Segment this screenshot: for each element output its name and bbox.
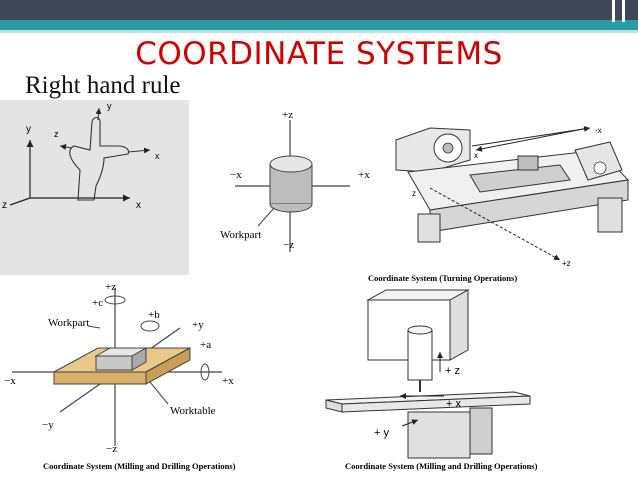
mill-minus-x: −x (4, 375, 16, 387)
hand-finger-x-label: x (155, 151, 160, 161)
hand-axis-z-line (9, 197, 31, 206)
slide-title: COORDINATE SYSTEMS (135, 36, 503, 72)
mill-minus-y: −y (42, 419, 54, 431)
rotation-b-icon (140, 320, 160, 332)
header-bar-teal (0, 20, 638, 30)
mill-caption: Coordinate System (Milling and Drilling … (43, 461, 236, 471)
rotation-c-icon (104, 295, 126, 305)
mill-workpart-label: Workpart (48, 317, 89, 329)
cyl-workpart-label: Workpart (220, 229, 261, 241)
hand-diagram: y z x y z x (2, 101, 160, 211)
header-mark-left (612, 0, 615, 22)
hand-panel-background (0, 100, 189, 275)
lathe-z-bottom: +z (562, 259, 571, 268)
cylinder-diagram: +z −z −x +x Workpart (220, 109, 370, 252)
hand-axis-y-label: y (26, 124, 31, 135)
machine-plus-x: + x (446, 398, 461, 410)
mill-plus-y: +y (192, 319, 204, 331)
hand-finger-y-label: y (107, 101, 112, 111)
lathe-z-left: z (412, 189, 416, 198)
header-bar-dark (0, 0, 638, 20)
mill-minus-z: −z (106, 443, 117, 455)
cyl-minus-z: −z (283, 239, 294, 251)
milling-diagram: +z +c +b +y +a −x +x −y −z Workpart Work… (4, 281, 236, 471)
cylinder-top (269, 155, 313, 173)
lathe-diagram: -x x z +z Coordinate System (Turning Ope… (368, 125, 630, 283)
header-bar-light (0, 30, 638, 33)
machine-caption: Coordinate System (Milling and Drilling … (345, 461, 538, 471)
cyl-minus-x: −x (230, 169, 242, 181)
lathe-caption: Coordinate System (Turning Operations) (368, 273, 517, 283)
lathe-x-right: -x (595, 126, 602, 135)
header-mark-right (622, 0, 625, 22)
hand-sketch-icon (69, 116, 130, 201)
cyl-plus-x: +x (358, 169, 370, 181)
hand-axis-x-label: x (136, 200, 141, 211)
mill-plus-b: +b (148, 309, 160, 321)
mill-plus-x: +x (222, 375, 234, 387)
mill-plus-a: +a (200, 339, 211, 351)
mill-plus-z: +z (105, 281, 116, 293)
mill-plus-c: +c (92, 297, 103, 309)
machine-plus-z: + z (445, 365, 460, 377)
machine-spindle (407, 329, 433, 381)
cyl-plus-z: +z (282, 109, 293, 121)
machine-plus-y: + y (374, 427, 389, 439)
mill-worktable-label: Worktable (170, 405, 216, 417)
hand-finger-z-label: z (54, 129, 59, 139)
lathe-x-left: x (474, 151, 478, 160)
rotation-a-icon (200, 363, 210, 381)
hand-axis-z-label: z (2, 200, 7, 211)
machine-diagram: + z + x + y Coordinate System (Milling a… (325, 289, 538, 471)
slide-subtitle: Right hand rule (25, 72, 181, 99)
